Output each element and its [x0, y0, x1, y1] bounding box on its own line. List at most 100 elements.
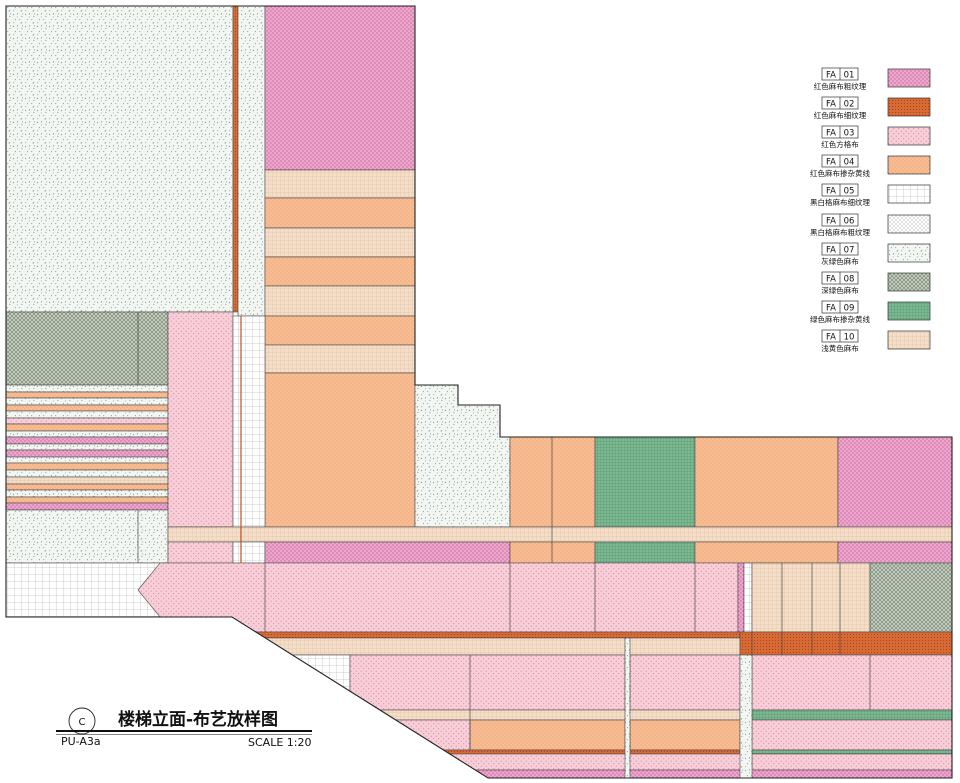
legend-number: 10	[844, 333, 855, 343]
detail-letter: C	[79, 717, 86, 728]
stripe-fa04	[6, 483, 169, 491]
panel-fa04	[509, 436, 596, 528]
panel-fa04	[694, 436, 839, 528]
legend-code: FA	[826, 100, 836, 110]
panel-fa04	[629, 719, 741, 751]
legend-code: FA	[826, 304, 836, 314]
panel-fa04	[264, 256, 416, 287]
panel-fa07	[6, 509, 169, 564]
stripe-fa07	[6, 430, 169, 438]
legend-swatch	[887, 126, 931, 146]
stripe-fa07	[6, 410, 169, 419]
legend-number: 05	[844, 187, 855, 197]
legend-code: FA	[826, 275, 836, 285]
panel-fa02	[739, 631, 952, 656]
stripe-fa07	[6, 397, 169, 406]
panel-fa01	[264, 541, 511, 564]
panel-fa09	[594, 436, 696, 528]
panel-fa03	[349, 654, 626, 711]
legend-swatch	[887, 330, 931, 350]
legend-swatch	[887, 301, 931, 321]
legend-number: 02	[844, 100, 855, 110]
elevation-outline	[5, 5, 953, 779]
legend-swatch	[887, 243, 931, 263]
band-fa02	[239, 631, 741, 639]
panel-fa09	[594, 541, 696, 564]
panel-fa03	[349, 719, 471, 751]
stripe-stack	[6, 384, 169, 511]
stripe-fa01	[6, 449, 169, 458]
stripe-fa07	[6, 489, 169, 498]
legend-number: 06	[844, 217, 855, 227]
legend-swatch	[887, 184, 931, 204]
panel-fa05	[232, 541, 266, 564]
panel-fa04	[694, 541, 839, 564]
legend-code: FA	[826, 333, 836, 343]
elevation-panels	[6, 6, 952, 778]
panel-fa03	[629, 654, 741, 711]
stripe-fa04	[6, 423, 169, 432]
stripe-fa07	[6, 469, 169, 478]
sheet-ref: PU-A3a	[61, 735, 101, 748]
band-fa01	[399, 769, 952, 778]
drawing-title: 楼梯立面-布艺放样图	[118, 709, 278, 730]
legend-code: FA	[826, 129, 836, 139]
panel-fa03	[167, 541, 234, 564]
panel-dividers	[137, 312, 871, 750]
legend-label: 红色麻布粗纹理	[814, 81, 867, 91]
band-fa10	[279, 709, 741, 721]
legend-number: 07	[844, 246, 855, 256]
legend-label: 深绿色麻布	[821, 285, 859, 295]
legend-label: 浅黄色麻布	[821, 343, 859, 353]
strip-fa07	[739, 654, 753, 778]
legend-label: 灰绿色麻布	[821, 256, 859, 266]
legend-swatch	[887, 97, 931, 117]
stripe-fa10	[6, 476, 169, 485]
legend-code: FA	[826, 246, 836, 256]
panel-fa04	[264, 315, 416, 346]
panel-fa08	[869, 562, 952, 633]
panel-fa10	[264, 285, 416, 317]
panel-fa03	[751, 753, 952, 771]
legend-label: 黑白格麻布粗纹理	[810, 227, 870, 237]
panel-fa05	[232, 315, 266, 528]
legend-number: 01	[844, 71, 855, 81]
legend-swatch	[887, 68, 931, 88]
panel-fa01	[837, 436, 952, 528]
stripe-fa07	[6, 456, 169, 464]
legend-label: 黑白格麻布细纹理	[810, 197, 870, 207]
stripe-fa07	[6, 384, 169, 393]
panel-fa03	[751, 654, 952, 711]
panel-fa03	[167, 311, 234, 528]
panel-fa10	[751, 562, 871, 633]
legend-label: 红色麻布掺杂黄线	[810, 168, 870, 178]
stripe-fa07	[6, 443, 169, 451]
legend-number: 09	[844, 304, 855, 314]
stripe-fa03	[6, 417, 169, 425]
stripe-fa01	[6, 502, 169, 511]
detail-circle	[68, 707, 96, 735]
panel-fa08	[6, 311, 169, 386]
legend-number: 04	[844, 158, 855, 168]
stripe-fa01	[6, 436, 169, 445]
panel-fa03-chevron	[137, 562, 739, 633]
panel-fa10	[264, 227, 416, 258]
band-fa02	[399, 749, 741, 755]
band-fa10	[239, 637, 741, 656]
legend-code: FA	[826, 217, 836, 227]
legend-swatch	[887, 155, 931, 175]
band-fa09	[751, 709, 952, 721]
strip-fa07	[624, 637, 631, 778]
stripe-fa04	[6, 404, 169, 412]
legend-code: FA	[826, 71, 836, 81]
panel-fa03	[751, 719, 952, 751]
legend-label: 红色麻布细纹理	[814, 110, 867, 120]
panel-fa02	[232, 6, 239, 313]
